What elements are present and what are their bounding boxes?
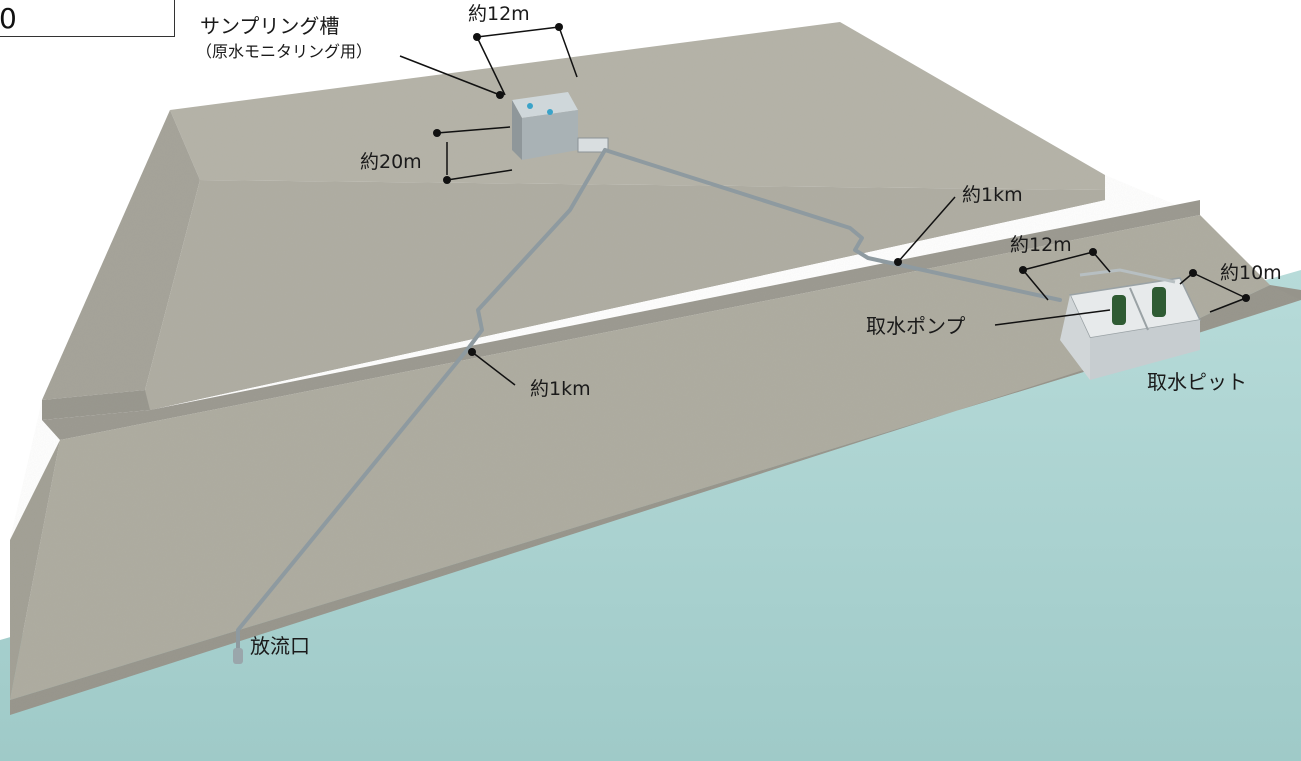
sampling-tank-sublabel: （原水モニタリング用）	[196, 42, 373, 61]
figure-number: 0	[0, 2, 17, 35]
pit-depth-label: 約10m	[1220, 262, 1282, 284]
dimension-dots	[433, 23, 1250, 356]
outfall-label: 放流口	[250, 634, 310, 658]
figure-number-box: 0	[0, 0, 175, 37]
tank-width-label: 約12m	[468, 3, 530, 25]
tank-depth-label: 約20m	[360, 151, 422, 173]
sampling-tank-label: サンプリング槽	[200, 14, 340, 38]
dimension-lines	[399, 26, 1247, 386]
sampling-tank	[512, 92, 609, 160]
pipe-outfall-length-label: 約1km	[530, 378, 591, 400]
intake-pump-left	[1112, 295, 1126, 325]
intake-pump-right	[1152, 287, 1166, 317]
outfall-nozzle	[233, 648, 243, 664]
intake-pit-label: 取水ピット	[1147, 370, 1247, 394]
ground-texture	[10, 22, 1301, 715]
intake-pit	[1060, 268, 1202, 380]
pit-width-label: 約12m	[1010, 234, 1072, 256]
pipe-intake-length-label: 約1km	[962, 184, 1023, 206]
intake-pump-label: 取水ポンプ	[866, 314, 966, 338]
pipe-tank-to-outfall	[236, 148, 607, 662]
